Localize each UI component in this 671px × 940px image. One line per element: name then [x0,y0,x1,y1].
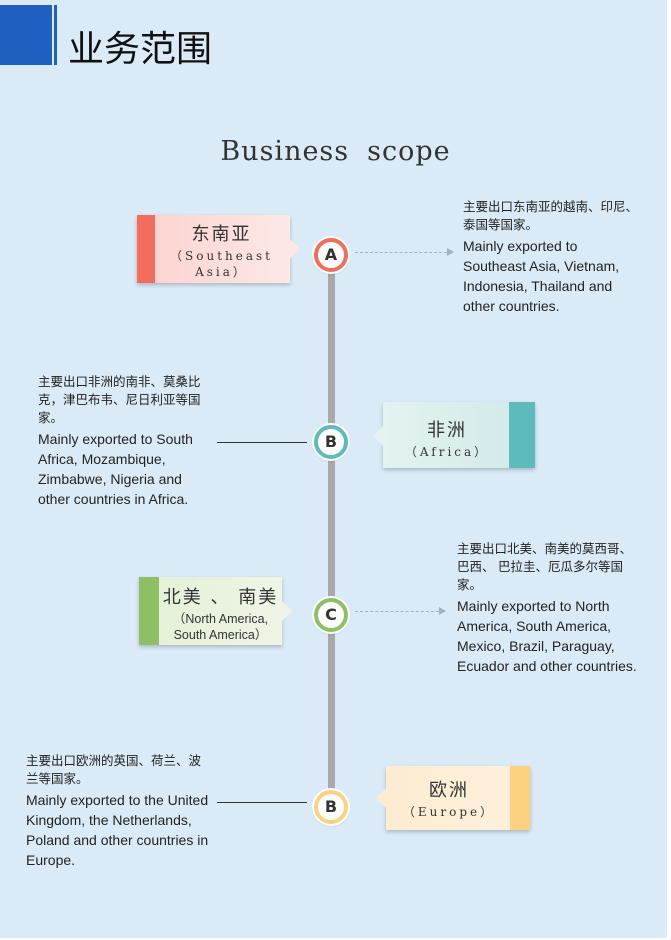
description-english: Mainly exported to South Africa, Mozambi… [38,431,193,507]
region-card-africa: 非洲 （Africa） [373,402,535,468]
region-description: 主要出口东南亚的越南、印尼、泰国等国家。 Mainly exported to … [463,198,639,316]
connector-line [217,442,307,443]
arrowhead-icon [447,248,454,256]
region-color-bar [509,402,535,468]
timeline-spine [328,262,335,802]
region-subtitle: （Europe） [402,805,496,819]
region-name: 东南亚 [191,224,252,245]
description-english: Mainly exported to Southeast Asia, Vietn… [463,238,620,314]
region-subtitle: （North America, South America） [172,612,269,642]
corner-accent-line [54,5,57,65]
description-chinese: 主要出口东南亚的越南、印尼、泰国等国家。 [463,200,639,232]
timeline-node-d: B [314,790,348,824]
region-card-americas: 北美 、 南美 （North America, South America） [139,577,292,645]
section-title-word2: scope [367,136,451,167]
connector-dashed [355,611,439,612]
description-english: Mainly exported to North America, South … [457,598,637,674]
corner-accent-block [0,5,52,65]
card-pointer [290,239,300,259]
connector-line [217,802,307,803]
region-subtitle: （Africa） [404,445,490,459]
region-card-southeast-asia: 东南亚 （Southeast Asia） [137,215,300,283]
connector-dashed [355,252,447,253]
card-pointer [373,426,383,446]
region-name: 欧洲 [429,780,469,801]
timeline-node-b: B [314,425,348,459]
region-color-bar [510,766,530,830]
region-name: 非洲 [427,420,467,441]
region-name: 北美 、 南美 [162,587,279,608]
section-title: Business scope [0,136,671,167]
region-subtitle: （Southeast Asia） [170,249,273,279]
card-pointer [376,788,386,808]
region-color-bar [137,215,155,283]
region-description: 主要出口非洲的南非、莫桑比克，津巴布韦、尼日利亚等国家。 Mainly expo… [38,373,212,509]
timeline-node-c: C [314,598,348,632]
arrowhead-icon [439,607,446,615]
description-chinese: 主要出口欧洲的英国、荷兰、波兰等国家。 [26,754,202,786]
timeline-node-a: A [314,238,348,272]
region-description: 主要出口北美、南美的莫西哥、巴西、 巴拉圭、厄瓜多尔等国家。 Mainly ex… [457,540,641,676]
description-chinese: 主要出口北美、南美的莫西哥、巴西、 巴拉圭、厄瓜多尔等国家。 [457,542,633,592]
description-english: Mainly exported to the United Kingdom, t… [26,792,209,868]
section-title-word1: Business [220,136,350,167]
card-pointer [282,601,292,621]
region-color-bar [139,577,159,645]
page-title: 业务范围 [68,29,213,70]
region-card-europe: 欧洲 （Europe） [376,766,530,830]
region-description: 主要出口欧洲的英国、荷兰、波兰等国家。 Mainly exported to t… [26,752,212,870]
description-chinese: 主要出口非洲的南非、莫桑比克，津巴布韦、尼日利亚等国家。 [38,375,201,425]
